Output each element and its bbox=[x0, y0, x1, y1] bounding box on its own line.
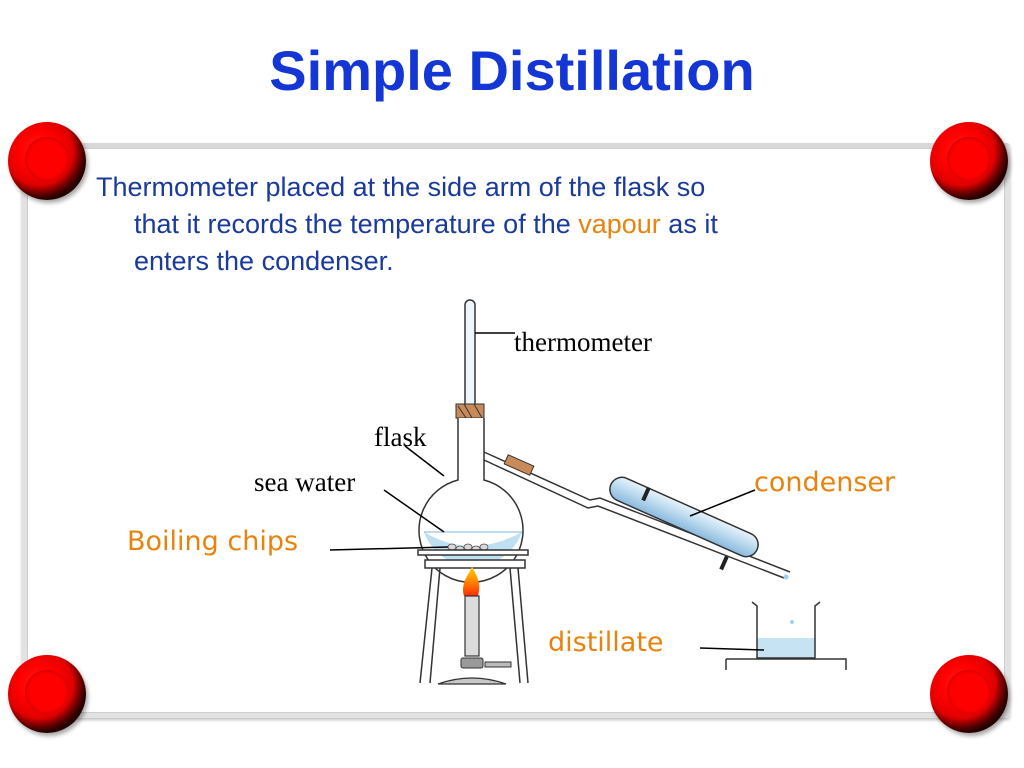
beaker-icon bbox=[725, 601, 847, 670]
scroll-frame bbox=[22, 143, 1010, 718]
scroll-knob-top-left bbox=[8, 122, 86, 200]
scroll-knob-bottom-left bbox=[8, 655, 86, 733]
body-text: Thermometer placed at the side arm of th… bbox=[96, 169, 896, 280]
body-line-2-end: as it bbox=[660, 209, 718, 239]
bunsen-burner-icon bbox=[437, 566, 512, 685]
page-title: Simple Distillation bbox=[269, 39, 755, 102]
body-line-2: that it records the temperature of the v… bbox=[96, 206, 896, 243]
stopper-icon bbox=[455, 403, 485, 419]
scroll-knob-bottom-right bbox=[930, 655, 1008, 733]
label-flask: flask bbox=[374, 422, 427, 452]
label-condenser: condenser bbox=[754, 467, 896, 498]
label-sea-water: sea water bbox=[254, 467, 355, 497]
flask-leader-line bbox=[404, 445, 445, 477]
scroll-knob-top-right bbox=[930, 122, 1008, 200]
sea-water-leader-line bbox=[383, 489, 445, 533]
label-boiling-chips: Boiling chips bbox=[127, 526, 298, 557]
body-line-2-start: that it records the temperature of the bbox=[134, 209, 579, 239]
distillate-leader-line bbox=[699, 647, 765, 651]
condenser-icon bbox=[483, 451, 791, 580]
label-thermometer: thermometer bbox=[514, 327, 652, 357]
boiling-chips-leader-line bbox=[329, 546, 449, 551]
body-line-1: Thermometer placed at the side arm of th… bbox=[96, 172, 706, 202]
label-distillate: distillate bbox=[548, 627, 664, 658]
vapour-highlight: vapour bbox=[578, 209, 661, 239]
body-line-3: enters the condenser. bbox=[134, 246, 394, 276]
flask-icon bbox=[418, 418, 524, 584]
tripod-stand-icon bbox=[417, 549, 529, 684]
